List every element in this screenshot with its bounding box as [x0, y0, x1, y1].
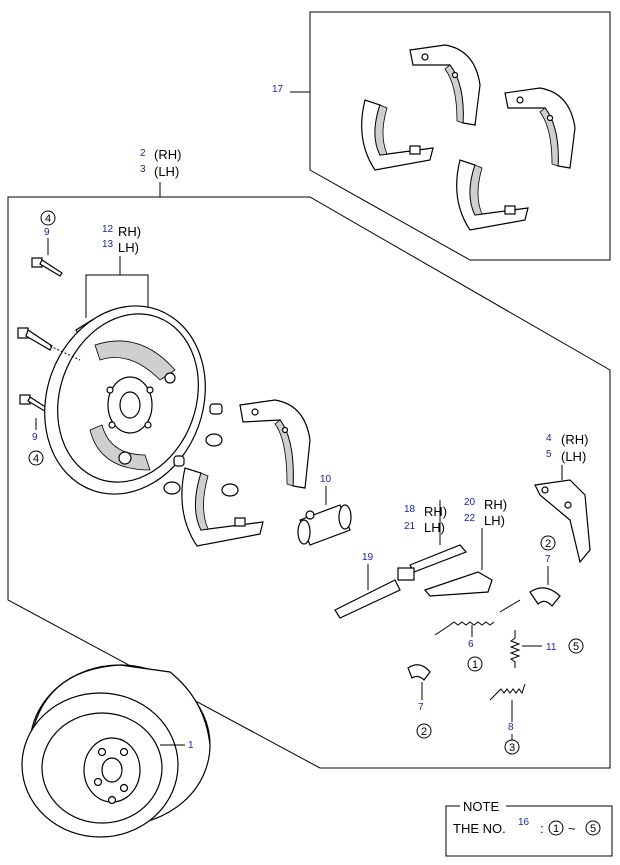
side-rh-20: RH)	[484, 497, 507, 512]
brake-drum	[21, 664, 211, 838]
wheel-cylinder	[297, 504, 352, 546]
parking-lever	[423, 571, 493, 597]
callout-3: 3	[140, 164, 146, 175]
side-lh-5: (LH)	[561, 449, 586, 464]
callout-19: 19	[362, 552, 374, 563]
callout-8: 8	[508, 722, 514, 733]
callout-12: 12	[102, 224, 114, 235]
circled-1	[467, 656, 483, 672]
side-rh: (RH)	[154, 147, 181, 162]
brake-shoe-main	[239, 399, 311, 489]
callout-16: 16	[518, 817, 530, 828]
circled-1-text: 1	[472, 659, 478, 671]
side-lh-13: LH)	[118, 240, 139, 255]
note-circled-1-text: 1	[553, 823, 559, 835]
backing-plate	[44, 305, 206, 495]
circled-2-bottom	[416, 723, 432, 739]
brake-shoe	[504, 87, 576, 169]
clip-7	[407, 664, 431, 681]
return-spring-6	[434, 599, 521, 636]
circled-3	[504, 739, 520, 755]
side-rh-18: RH)	[424, 504, 447, 519]
shoe-kit-box: 17	[272, 11, 611, 261]
bolt	[31, 257, 63, 277]
note-label: THE NO.	[453, 821, 506, 836]
note-circled-1	[548, 820, 564, 836]
circled-5-text: 5	[573, 641, 579, 653]
callout-21: 21	[404, 521, 416, 532]
circled-2-right-text: 2	[545, 538, 551, 550]
brake-shoe	[409, 44, 481, 126]
side-lh: (LH)	[154, 164, 179, 179]
callout-5: 5	[546, 449, 552, 460]
brake-shoe	[361, 99, 434, 171]
callout-11: 11	[546, 642, 557, 653]
circled-2-bottom-text: 2	[421, 726, 427, 738]
spring-11	[509, 630, 521, 668]
note-tilde: ~	[568, 821, 576, 836]
note-colon: :	[540, 821, 544, 836]
callout-4: 4	[546, 433, 552, 444]
callout-10: 10	[320, 474, 332, 485]
callout-6: 6	[468, 639, 474, 650]
callout-7: 7	[545, 554, 551, 565]
callout-18: 18	[404, 504, 416, 515]
circled-3-text: 3	[509, 742, 515, 754]
circled-2-right	[540, 535, 556, 551]
strut-bracket	[534, 479, 591, 564]
note-box: NOTE THE NO. 16 : 1 ~ 5	[445, 799, 613, 857]
side-lh-21: LH)	[424, 520, 445, 535]
side-rh-4: (RH)	[561, 432, 588, 447]
callout-17: 17	[272, 84, 284, 95]
brake-shoe-main	[181, 467, 264, 547]
circled-4-top	[40, 210, 56, 226]
brake-shoe	[456, 159, 529, 231]
callout-22: 22	[464, 513, 476, 524]
note-circled-5-text: 5	[590, 823, 596, 835]
callout-20: 20	[464, 497, 476, 508]
circled-4-bottom-text: 4	[33, 453, 39, 465]
callout-13: 13	[102, 239, 114, 250]
callout-2: 2	[140, 148, 146, 159]
side-rh-12: RH)	[118, 224, 141, 239]
callout-9-top: 9	[44, 227, 50, 238]
hold-down-washers	[163, 403, 239, 497]
side-lh-22: LH)	[484, 513, 505, 528]
spring-8	[489, 683, 526, 701]
bolt	[17, 327, 53, 351]
circled-4-top-text: 4	[45, 213, 51, 225]
circled-4-bottom	[28, 450, 44, 466]
callout-1: 1	[188, 740, 194, 751]
note-circled-5	[585, 820, 601, 836]
main-assembly-box	[7, 196, 611, 769]
callout-7-bottom: 7	[418, 702, 424, 713]
adjuster	[334, 544, 468, 619]
callout-9-bottom: 9	[32, 432, 38, 443]
note-title: NOTE	[463, 799, 499, 814]
circled-5	[568, 638, 584, 654]
clip-7-right	[529, 587, 561, 607]
